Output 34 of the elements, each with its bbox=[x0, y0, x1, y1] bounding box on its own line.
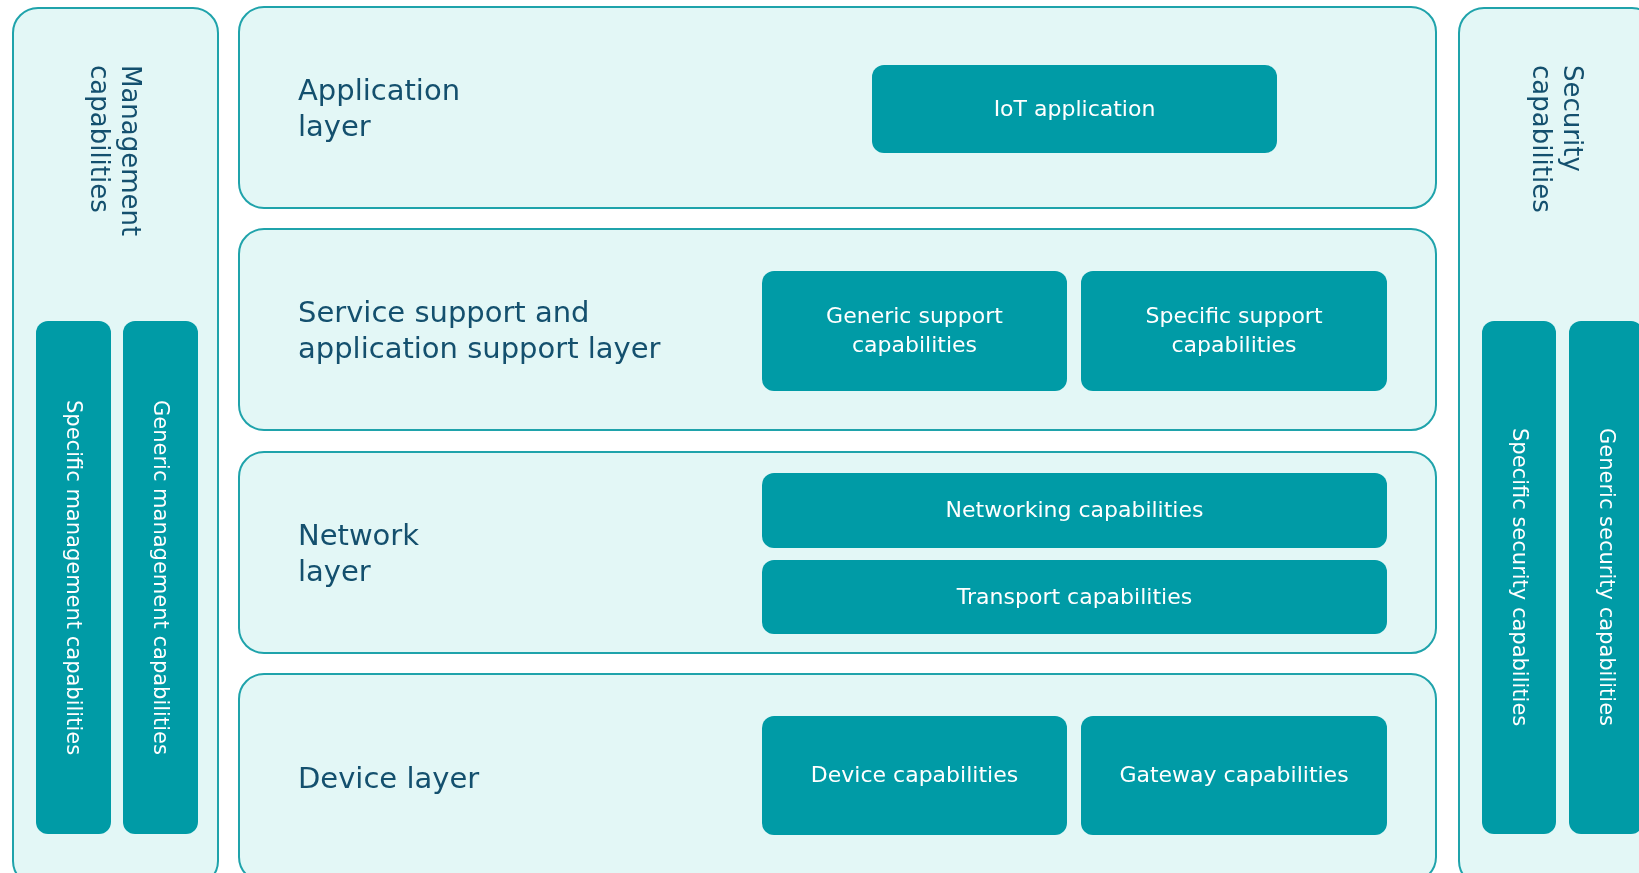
capability-box bbox=[762, 716, 1067, 835]
capability-box bbox=[762, 560, 1387, 634]
capability-box bbox=[1482, 321, 1556, 834]
capabilities-panel bbox=[1458, 7, 1639, 873]
box-label: Networking capabilities bbox=[944, 496, 1205, 525]
layer-panel bbox=[238, 451, 1437, 654]
box-label: Generic security capabilities bbox=[1593, 427, 1620, 729]
capabilities-panel bbox=[12, 7, 219, 873]
panel-title: Security capabilities bbox=[1526, 65, 1589, 215]
panel-title: Management capabilities bbox=[84, 65, 147, 239]
box-label: Specific management capabilities bbox=[61, 398, 88, 758]
layer-panel bbox=[238, 673, 1437, 873]
layer-title: Application layer bbox=[298, 71, 462, 144]
capability-box bbox=[762, 271, 1067, 391]
capability-box bbox=[762, 473, 1387, 548]
capability-box bbox=[36, 321, 111, 834]
box-label: Specific support capabilities bbox=[1144, 302, 1324, 359]
capability-box bbox=[872, 65, 1277, 153]
capability-box bbox=[1569, 321, 1639, 834]
box-label: Transport capabilities bbox=[955, 582, 1194, 611]
box-label: Specific security capabilities bbox=[1506, 427, 1533, 729]
capability-box bbox=[123, 321, 198, 834]
layer-title: Network layer bbox=[298, 516, 421, 589]
capability-box bbox=[1081, 716, 1387, 835]
box-label: Device capabilities bbox=[809, 761, 1020, 790]
layer-panel bbox=[238, 228, 1437, 431]
layer-title: Service support and application support layer bbox=[298, 293, 662, 366]
capability-box bbox=[1081, 271, 1387, 391]
box-label: Generic management capabilities bbox=[148, 399, 175, 757]
layer-title: Device layer bbox=[298, 759, 481, 797]
box-label: IoT application bbox=[992, 94, 1157, 123]
box-label: Generic support capabilities bbox=[825, 302, 1004, 359]
layer-panel bbox=[238, 6, 1437, 209]
box-label: Gateway capabilities bbox=[1118, 761, 1350, 790]
